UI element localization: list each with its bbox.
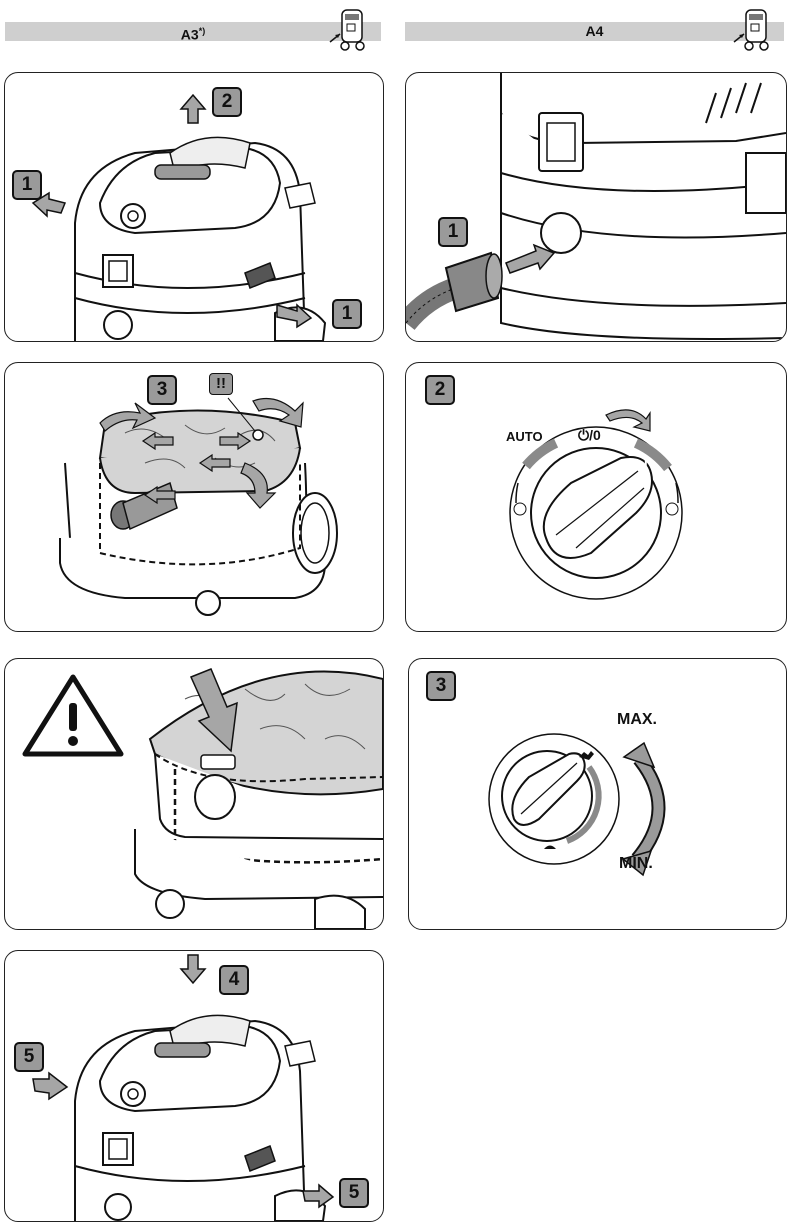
hose-connection-illustration bbox=[406, 73, 786, 340]
step-badge: 2 bbox=[212, 87, 242, 117]
step-badge: 1 bbox=[332, 299, 362, 329]
spark-icon bbox=[513, 502, 527, 516]
footnote-marker: *) bbox=[198, 26, 206, 36]
panel-a4-attach-hose: 1 bbox=[405, 72, 787, 342]
power-on-label: I bbox=[644, 457, 648, 472]
max-suction-label: MAX. bbox=[617, 711, 657, 728]
vacuum-thumbnail-icon bbox=[329, 9, 365, 51]
section-header-a4: A4 bbox=[405, 22, 784, 41]
power-switch-dial-illustration bbox=[509, 409, 683, 600]
step-badge: 3 bbox=[147, 375, 177, 405]
suction-dial-illustration bbox=[488, 733, 666, 877]
turtle-icon bbox=[544, 845, 556, 849]
panel-a4-suction-power: 3 MAX. MIN. bbox=[408, 658, 787, 930]
vacuum-thumbnail-icon bbox=[733, 9, 769, 51]
panel-a3-insert-filter bbox=[4, 658, 384, 930]
rabbit-icon bbox=[579, 751, 594, 760]
step-badge: 1 bbox=[12, 170, 42, 200]
section-header-a4-label: A4 bbox=[585, 23, 604, 39]
section-header-a3: A3*) bbox=[5, 22, 381, 43]
step-badge: 2 bbox=[425, 375, 455, 405]
section-header-a3-label: A3 bbox=[180, 26, 199, 43]
step-badge: 1 bbox=[438, 217, 468, 247]
power-off-label: ⏻/0 bbox=[578, 427, 601, 443]
filter-removal-illustration bbox=[59, 397, 338, 616]
auto-mode-label: AUTO bbox=[506, 429, 543, 444]
filter-insertion-illustration bbox=[22, 668, 383, 929]
vacuum-head-illustration bbox=[31, 93, 327, 341]
panel-a3-reattach-head: 4 5 5 bbox=[4, 950, 384, 1222]
spark-icon bbox=[665, 502, 679, 516]
step-badge: 3 bbox=[426, 671, 456, 701]
panel-a3-remove-filter: 3 !! bbox=[4, 362, 384, 632]
min-suction-label: MIN. bbox=[619, 855, 653, 872]
step-badge: 5 bbox=[14, 1042, 44, 1072]
step-badge: 4 bbox=[219, 965, 249, 995]
attention-badge: !! bbox=[209, 373, 233, 395]
step-badge: 5 bbox=[339, 1178, 369, 1208]
vacuum-head-illustration bbox=[32, 954, 335, 1221]
panel-a4-power-switch: 2 AUTO ⏻/0 I bbox=[405, 362, 787, 632]
panel-a3-remove-head: 2 1 1 bbox=[4, 72, 384, 342]
